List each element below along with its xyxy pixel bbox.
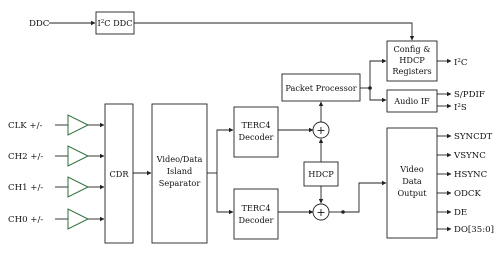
de-output-label: DE xyxy=(454,208,467,218)
video-output-label-line2: Data xyxy=(402,176,422,186)
hsync-output-label: HSYNC xyxy=(454,170,488,180)
separator-to-terc4-bottom-wire xyxy=(216,173,234,215)
terc4-top-label-line2: Decoder xyxy=(239,132,274,142)
separator-to-terc4-top-wire xyxy=(216,127,234,173)
separator-label-line3: Separator xyxy=(159,178,201,188)
ch1-buffer-icon xyxy=(67,176,90,198)
pp-to-config-wire xyxy=(369,58,387,88)
terc4-bottom-label-line1: TERC4 xyxy=(241,203,270,213)
terc4-decoder-top-block xyxy=(233,106,279,158)
terc4-decoder-bottom-block xyxy=(233,188,279,240)
config-label-line2: HDCP xyxy=(399,55,425,65)
ch0-buffer-icon xyxy=(67,208,90,230)
video-output-label-line1: Video xyxy=(399,164,423,174)
config-label-line3: Registers xyxy=(392,66,431,76)
clk-buffer-icon xyxy=(67,114,90,136)
hdcp-label: HDCP xyxy=(308,169,334,179)
do-output-label: DO[35:0] xyxy=(454,225,494,235)
cdr-block xyxy=(104,103,134,244)
sum-node-top-plus: + xyxy=(316,124,325,137)
separator-label-line1: Video/Data xyxy=(156,154,203,164)
audio-if-label: Audio IF xyxy=(393,96,430,106)
separator-block xyxy=(151,103,208,244)
vsync-output-label: VSYNC xyxy=(453,151,486,161)
spdif-output-label: S/PDIF xyxy=(454,90,485,100)
hdcp-block xyxy=(303,161,339,187)
ch0-input-label: CH0 +/- xyxy=(8,215,43,225)
odck-output-label: ODCK xyxy=(454,189,482,199)
video-data-output-block xyxy=(386,127,438,239)
config-label-line1: Config & xyxy=(393,44,430,54)
separator-label-line2: Island xyxy=(167,166,192,176)
packet-processor-block xyxy=(281,73,361,102)
i2c-ddc-label: I2C DDC xyxy=(98,18,133,28)
terc4-top-label-line1: TERC4 xyxy=(241,120,270,130)
ddc-to-config-wire xyxy=(134,22,415,41)
sum-bottom-to-video-wire xyxy=(343,180,387,213)
config-registers-block xyxy=(386,40,438,82)
video-output-label-line3: Output xyxy=(397,188,427,198)
terc4-bottom-label-line2: Decoder xyxy=(239,215,274,225)
ch2-buffer-icon xyxy=(67,145,90,167)
i2c-output-label: I2C xyxy=(454,58,468,68)
packet-processor-label: Packet Processor xyxy=(285,83,356,93)
pp-junction-dot xyxy=(368,86,372,90)
audio-if-block xyxy=(386,89,438,113)
ch1-input-label: CH1 +/- xyxy=(8,183,43,193)
cdr-label: CDR xyxy=(110,169,130,179)
syncdt-output-label: SYNCDT xyxy=(454,132,493,142)
sum-node-bottom-plus: + xyxy=(316,206,325,219)
ddc-input-label: DDC xyxy=(29,19,50,29)
pp-to-audio-wire xyxy=(369,88,387,103)
ch2-input-label: CH2 +/- xyxy=(8,152,43,162)
i2s-output-label: I2S xyxy=(454,103,467,113)
clk-input-label: CLK +/- xyxy=(8,121,43,131)
